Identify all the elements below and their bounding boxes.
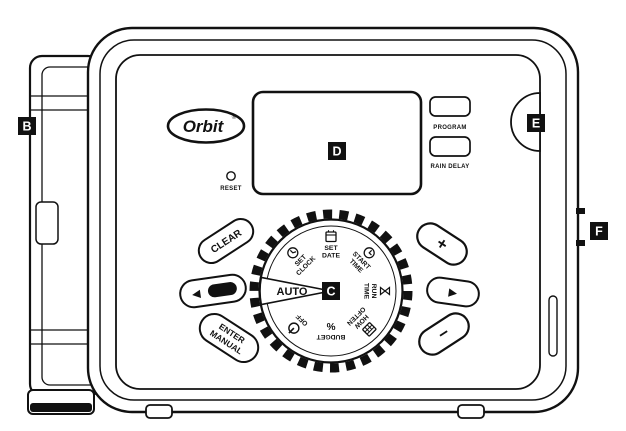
callout-b-letter: B bbox=[22, 120, 31, 134]
calendar-icon bbox=[325, 230, 337, 243]
callout-d: D bbox=[328, 142, 346, 160]
latch-mark-top bbox=[576, 208, 585, 214]
callout-labels: B C D E F bbox=[18, 114, 608, 300]
control-buttons: CLEAR ◀ ENTER MANUAL + ▶ − bbox=[178, 214, 481, 367]
hinge-cutout bbox=[510, 92, 541, 152]
calendar-days-icon-line bbox=[364, 324, 373, 333]
calendar-days-icon-body bbox=[362, 322, 377, 337]
orbit-logo bbox=[166, 108, 246, 144]
calendar-icon-body bbox=[325, 231, 337, 243]
rain-delay-label: RAIN DELAY bbox=[430, 164, 469, 170]
right-arrow-icon: ▶ bbox=[448, 286, 459, 299]
right-arrow-button[interactable]: ▶ bbox=[426, 276, 481, 308]
callout-f-letter: F bbox=[595, 225, 603, 239]
calendar-days-icon bbox=[362, 322, 377, 337]
case-inner-outline bbox=[99, 39, 567, 401]
callout-f-box bbox=[590, 222, 608, 240]
case-foot-left bbox=[145, 404, 173, 419]
clock-start-icon-face bbox=[363, 247, 375, 259]
dial-label-line1: RUN bbox=[370, 284, 377, 299]
right-arrow-button-shape bbox=[426, 276, 480, 308]
power-icon-line bbox=[288, 327, 295, 334]
calendar-days-icon-line bbox=[366, 326, 375, 335]
callout-c-box bbox=[322, 282, 340, 300]
case-foot-right bbox=[457, 404, 485, 419]
callout-c: C bbox=[322, 282, 340, 300]
minus-button[interactable]: − bbox=[414, 308, 473, 359]
reset-label: RESET bbox=[220, 186, 242, 192]
callout-d-box bbox=[328, 142, 346, 160]
clock-icon-hands bbox=[289, 249, 297, 254]
callout-c-letter: C bbox=[326, 285, 335, 299]
left-arrow-button[interactable]: ◀ bbox=[178, 273, 247, 309]
enter-manual-button[interactable]: ENTER MANUAL bbox=[194, 308, 263, 367]
reset-button[interactable] bbox=[226, 171, 236, 181]
dial-gear-teeth bbox=[249, 209, 413, 373]
clock-icon bbox=[287, 247, 299, 259]
plate-foot-base bbox=[30, 403, 92, 412]
callout-e: E bbox=[527, 114, 545, 132]
power-icon bbox=[288, 322, 300, 334]
dial-pointer-wedge bbox=[259, 276, 332, 306]
plate-latch-tab bbox=[35, 201, 59, 245]
callout-b-box bbox=[18, 117, 36, 135]
plus-button-shape bbox=[416, 222, 468, 266]
side-slot bbox=[548, 295, 558, 357]
plus-button[interactable]: + bbox=[412, 218, 471, 269]
dial-position-budget: BUDGET % bbox=[316, 320, 346, 340]
dial-label-line2: TIME bbox=[363, 283, 370, 300]
latch-mark-bottom bbox=[576, 240, 585, 246]
rain-delay-button[interactable] bbox=[429, 136, 471, 157]
calendar-days-icon-line bbox=[366, 324, 373, 330]
hourglass-icon-shape bbox=[379, 286, 391, 296]
callout-e-letter: E bbox=[532, 117, 540, 131]
clock-icon-face bbox=[287, 247, 299, 259]
percent-icon: % bbox=[326, 320, 335, 331]
program-button[interactable] bbox=[429, 96, 471, 117]
mounting-plate bbox=[27, 54, 102, 415]
clear-button-shape bbox=[197, 217, 255, 265]
program-label: PROGRAM bbox=[433, 125, 466, 131]
left-button-pad bbox=[207, 282, 237, 298]
dial-position-set-date: SET DATE bbox=[322, 230, 340, 260]
callout-d-letter: D bbox=[332, 145, 341, 159]
clear-button[interactable]: CLEAR bbox=[194, 214, 258, 268]
callout-f: F bbox=[590, 222, 608, 240]
minus-button-shape bbox=[418, 312, 470, 356]
clock-start-icon-hands bbox=[368, 249, 373, 256]
calendar-days-icon-line bbox=[364, 326, 370, 333]
dial-label-line1: BUDGET bbox=[316, 333, 346, 340]
dial-auto-label: AUTO bbox=[277, 286, 308, 298]
clock-start-icon bbox=[363, 247, 375, 259]
dial-label-line2: DATE bbox=[322, 253, 340, 260]
callout-b: B bbox=[18, 117, 36, 135]
dial-label-line1: SET bbox=[324, 245, 338, 252]
enter-manual-button-shape bbox=[198, 312, 260, 364]
callout-e-box bbox=[527, 114, 545, 132]
left-arrow-icon: ◀ bbox=[191, 288, 202, 301]
orbit-logo-registered: ® bbox=[232, 114, 237, 121]
orbit-logo-text: Orbit bbox=[183, 117, 225, 136]
hourglass-icon bbox=[379, 286, 391, 296]
dial-position-run-time: RUN TIME bbox=[363, 283, 391, 300]
